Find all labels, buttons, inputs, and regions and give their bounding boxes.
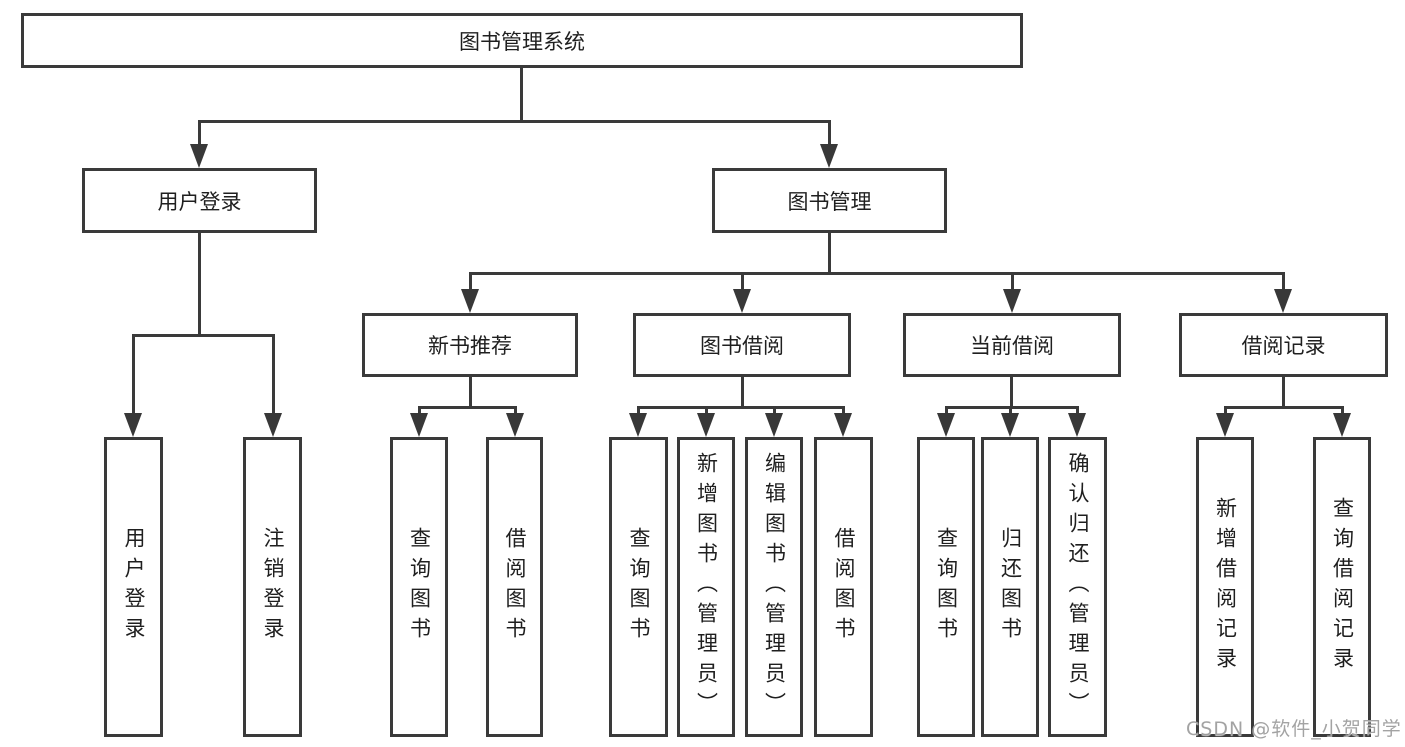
connector-bar [945,406,1079,409]
connector-drop [1076,406,1079,418]
leaf-add-borrow-record-label: 新增借阅记录 [1213,497,1238,677]
node-current-borrow: 当前借阅 [903,313,1121,377]
arrow-down-icon [1001,413,1019,437]
node-borrow-record: 借阅记录 [1179,313,1388,377]
arrow-down-icon [190,144,208,168]
connector-stem [1010,377,1013,408]
leaf-borrow-books-label: 借阅图书 [832,527,856,647]
leaf-return-books: 归还图书 [981,437,1039,737]
arrow-down-icon [1216,413,1234,437]
connector-drop [469,272,472,294]
node-user-login: 用户登录 [82,168,317,233]
node-new-book-recommend: 新书推荐 [362,313,578,377]
connector-drop [1341,406,1344,418]
connector-drop [1011,272,1014,294]
leaf-query-borrow-record: 查询借阅记录 [1313,437,1371,737]
node-borrow-record-label: 借阅记录 [1241,334,1326,358]
leaf-recommend-borrow-books: 借阅图书 [486,437,543,737]
arrow-down-icon [629,413,647,437]
node-user-login-label: 用户登录 [157,189,242,214]
connector-bar [132,334,275,337]
connector-stem [1282,377,1285,408]
leaf-logout-label: 注销登录 [261,527,285,647]
node-book-borrow-label: 图书借阅 [700,334,784,358]
connector-drop [1009,406,1012,418]
connector-drop [773,406,776,418]
arrow-down-icon [461,289,479,313]
arrow-down-icon [834,413,852,437]
leaf-recommend-query-books: 查询图书 [390,437,448,737]
arrow-down-icon [820,144,838,168]
connector-drop [418,406,421,418]
node-root-label: 图书管理系统 [459,29,585,54]
leaf-borrow-books: 借阅图书 [814,437,873,737]
arrow-down-icon [1068,413,1086,437]
connector-drop [705,406,708,418]
leaf-recommend-query-books-label: 查询图书 [407,527,432,647]
leaf-edit-books-admin: 编辑图书（管理员） [745,437,803,737]
leaf-return-books-label: 归还图书 [998,527,1023,647]
leaf-user-login: 用户登录 [104,437,163,737]
leaf-add-books-admin: 新增图书（管理员） [677,437,735,737]
leaf-user-login-label: 用户登录 [122,527,146,647]
connector-stem [828,233,831,274]
leaf-recommend-borrow-books-label: 借阅图书 [503,527,527,647]
connector-drop [637,406,640,418]
connector-bar [1224,406,1344,409]
arrow-down-icon [1333,413,1351,437]
connector-drop [1224,406,1227,418]
leaf-current-query-books: 查询图书 [917,437,975,737]
leaf-edit-books-admin-label: 编辑图书（管理员） [762,452,787,722]
arrow-down-icon [264,413,282,437]
leaf-query-borrow-record-label: 查询借阅记录 [1330,497,1355,677]
connector-stem [741,377,744,408]
leaf-current-query-books-label: 查询图书 [934,527,959,647]
connector-drop [514,406,517,418]
connector-drop [198,120,201,148]
arrow-down-icon [697,413,715,437]
connector-bar [198,120,831,123]
connector-drop [945,406,948,418]
arrow-down-icon [506,413,524,437]
leaf-borrow-query-books-label: 查询图书 [627,527,651,647]
leaf-borrow-query-books: 查询图书 [609,437,668,737]
connector-stem [198,233,201,337]
connector-stem [469,377,472,408]
connector-drop [132,334,135,416]
arrow-down-icon [410,413,428,437]
leaf-confirm-return-admin-label: 确认归还（管理员） [1066,452,1090,722]
arrow-down-icon [124,413,142,437]
arrow-down-icon [733,289,751,313]
connector-bar [418,406,517,409]
arrow-down-icon [937,413,955,437]
arrow-down-icon [1274,289,1292,313]
leaf-add-books-admin-label: 新增图书（管理员） [694,452,719,722]
leaf-logout: 注销登录 [243,437,302,737]
node-new-book-recommend-label: 新书推荐 [428,334,512,358]
node-book-borrow: 图书借阅 [633,313,851,377]
connector-drop [272,334,275,416]
node-current-borrow-label: 当前借阅 [970,334,1054,358]
connector-drop [842,406,845,418]
arrow-down-icon [1003,289,1021,313]
connector-drop [828,120,831,148]
connector-bar [469,272,1285,275]
node-root: 图书管理系统 [21,13,1023,68]
leaf-confirm-return-admin: 确认归还（管理员） [1048,437,1107,737]
node-book-management: 图书管理 [712,168,947,233]
connector-stem [520,68,523,122]
connector-drop [1282,272,1285,294]
connector-drop [741,272,744,294]
node-book-management-label: 图书管理 [787,189,872,214]
connector-bar [637,406,845,409]
leaf-add-borrow-record: 新增借阅记录 [1196,437,1254,737]
arrow-down-icon [765,413,783,437]
csdn-watermark: CSDN @软件_小贺同学 [1186,718,1402,740]
